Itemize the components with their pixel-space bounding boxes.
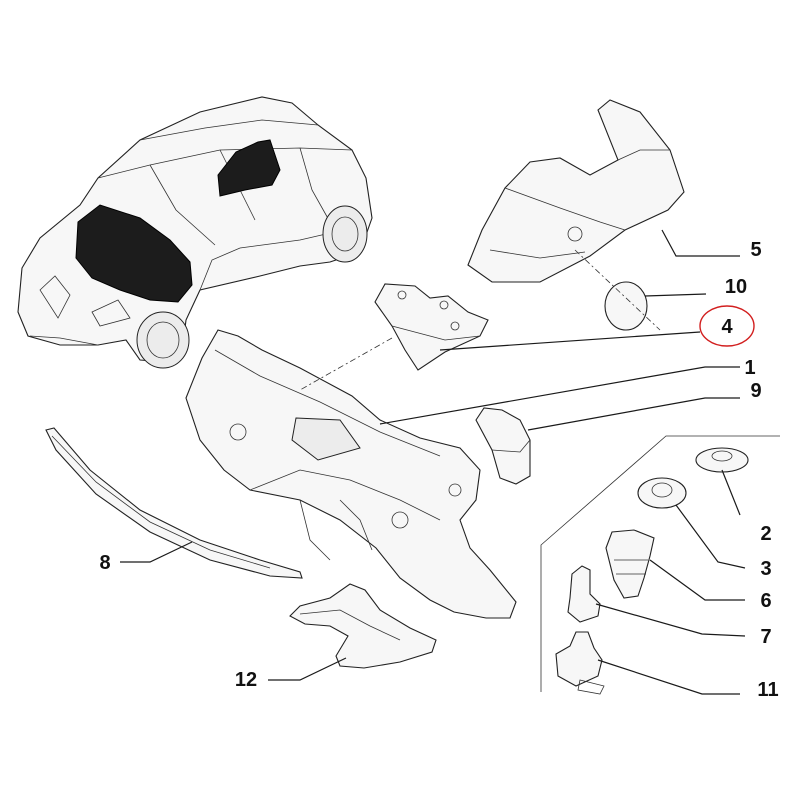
callout-1: 1 xyxy=(744,357,755,379)
part-3-grommet xyxy=(637,477,687,509)
callout-6: 6 xyxy=(760,590,771,612)
part-12-bracket xyxy=(289,583,437,669)
car-illustration xyxy=(17,96,373,369)
callout-3: 3 xyxy=(760,558,771,580)
leader-lines xyxy=(120,229,746,695)
callout-5: 5 xyxy=(750,239,761,261)
callout-10: 10 xyxy=(725,276,747,298)
part-5-panel xyxy=(467,99,685,283)
callout-12: 12 xyxy=(235,669,257,691)
callout-4-highlight-ring xyxy=(699,305,755,347)
part-7-pin-clip xyxy=(567,565,601,623)
callout-2: 2 xyxy=(760,523,771,545)
callout-7: 7 xyxy=(760,626,771,648)
part-4-bracket xyxy=(374,283,489,371)
part-8-seal-strip xyxy=(45,427,303,579)
callout-labels: 1 2 3 4 5 6 7 8 9 10 11 12 xyxy=(99,239,778,701)
part-1-bulkhead xyxy=(185,329,517,619)
part-2-clip xyxy=(695,447,749,473)
callout-4: 4 xyxy=(721,316,733,338)
fastener-group-box xyxy=(540,435,780,692)
part-9-bracket xyxy=(475,407,531,485)
callout-9: 9 xyxy=(750,380,761,402)
callout-8: 8 xyxy=(99,552,110,574)
part-11-stud-clip xyxy=(555,631,605,695)
callout-11: 11 xyxy=(757,679,778,701)
part-10-plug xyxy=(604,281,648,331)
part-6-push-clip xyxy=(605,529,655,599)
